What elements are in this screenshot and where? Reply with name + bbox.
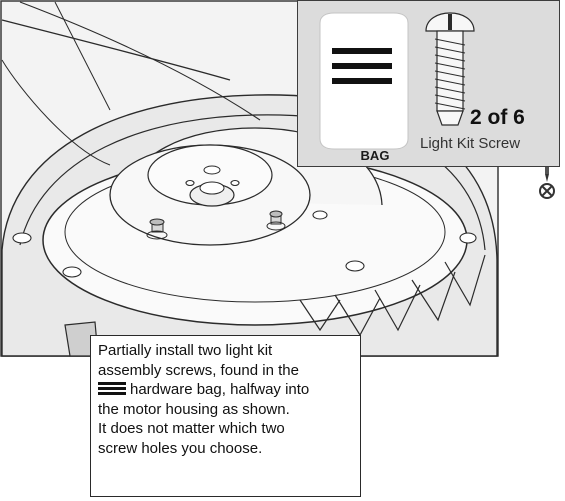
instruction-box: Partially install two light kit assembly… [90,335,361,497]
light-kit-screw-icon [425,12,475,126]
instruction-line-4: the motor housing as shown. [98,400,290,418]
triple-bar-bag-icon [98,382,126,396]
installed-screw-right [266,210,286,231]
instruction-line-1: Partially install two light kit [98,342,273,359]
instruction-line-2: assembly screws, found in the [98,361,299,379]
instruction-line-3: hardware bag, halfway into [130,381,310,399]
screw-count: 2 of 6 [470,106,525,129]
parts-callout [297,0,560,167]
instruction-line-3-wrap: hardware bag, halfway into [98,380,353,400]
installed-screw-left [146,218,168,240]
part-name: Light Kit Screw [420,135,521,152]
hardware-bag-icon [319,12,409,150]
callout-art [319,12,475,150]
bag-label: BAG [360,148,390,163]
screw-holes [12,179,477,278]
instruction-line-5: It does not matter which two [98,420,285,438]
phillips-circle-icon [539,183,555,199]
instruction-line-6: screw holes you choose. [98,439,263,457]
